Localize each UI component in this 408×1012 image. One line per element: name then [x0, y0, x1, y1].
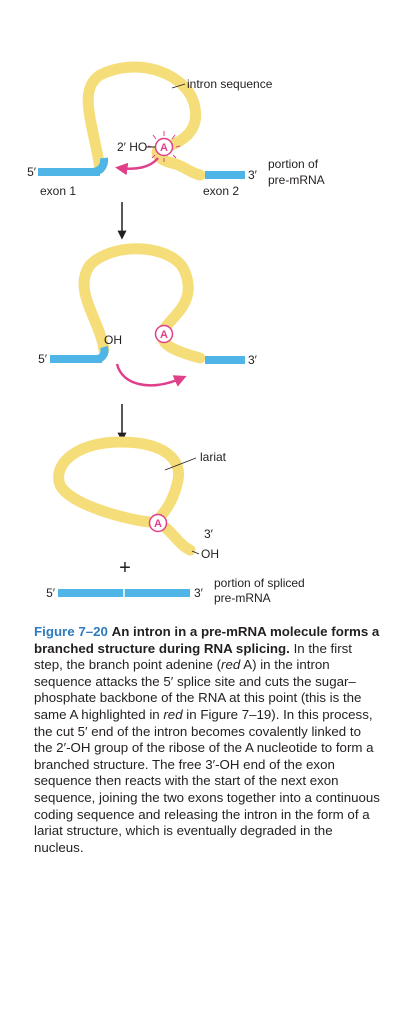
step1-attack-arrow	[115, 157, 159, 176]
step1-intron-strand	[82, 61, 206, 181]
step1-exon2	[205, 171, 245, 179]
step3-oh-bond	[191, 550, 200, 555]
step3-adenine: A	[154, 518, 162, 530]
step3-lariat-loop	[53, 436, 185, 528]
caption-body-3: in Figure 7–19). In this process, the cu…	[34, 706, 380, 855]
step2-exon1-curl	[95, 345, 109, 363]
step1-3prime: 3′	[248, 168, 258, 182]
step1-5prime: 5′	[27, 165, 37, 179]
step2-adenine-circle	[154, 324, 174, 344]
step3-lariat-oh: OH	[201, 547, 219, 561]
step3-lariat-leader	[164, 457, 197, 471]
step3-lariat-tail	[160, 522, 196, 556]
step1-portion-line1: portion of	[268, 157, 319, 171]
step1-2prime-ho: 2′ HO	[117, 140, 147, 154]
step1-intron-label: intron sequence	[187, 77, 273, 91]
step3-3prime: 3′	[194, 586, 204, 600]
figure-title: An intron in a pre-mRNA molecule forms a…	[34, 624, 380, 656]
step3-diagram: A lariat 3′ OH + 5′ 3′ portion of splice…	[46, 436, 305, 605]
step1-adenine-circle	[154, 137, 174, 157]
step2-exon2	[205, 356, 245, 364]
step2-diagram: A OH 5′ 3′	[38, 243, 258, 387]
step2-oh: OH	[104, 333, 122, 347]
figure-caption: Figure 7–20 An intron in a pre-mRNA mole…	[34, 624, 380, 856]
step3-5prime: 5′	[46, 586, 56, 600]
step2-5prime: 5′	[38, 352, 48, 366]
rna-splicing-diagram: A 2′ HO intron sequence 5′ 3′ exon 1 exo…	[27, 61, 325, 605]
step1-diagram: A 2′ HO intron sequence 5′ 3′ exon 1 exo…	[27, 61, 325, 198]
step3-spliced-line1: portion of spliced	[214, 576, 305, 590]
step3-plus: +	[119, 557, 131, 579]
step3-adenine-circle	[148, 513, 168, 533]
step1-intron-leader	[171, 83, 186, 89]
caption-red-a: red	[221, 657, 241, 673]
step2-exon1	[50, 355, 102, 363]
step2-3prime: 3′	[248, 353, 258, 367]
caption-red-word: red	[163, 706, 183, 722]
step2-adenine: A	[160, 329, 168, 341]
step1-exon1	[38, 168, 100, 176]
step1-exon2-label: exon 2	[203, 184, 239, 198]
step1-portion-line2: pre-mRNA	[268, 173, 325, 187]
step1-adenine: A	[160, 142, 168, 154]
figure-number: Figure 7–20	[34, 624, 108, 639]
step2-attack-arrow	[115, 363, 187, 387]
step1-exon1-curl	[91, 157, 109, 176]
step3-lariat-3prime: 3′	[204, 527, 214, 541]
caption-body-1: In the first step, the branch point aden…	[34, 640, 352, 673]
step3-lariat-label: lariat	[200, 450, 227, 464]
step3-spliced-line2: pre-mRNA	[214, 591, 271, 605]
step1-exon1-label: exon 1	[40, 184, 76, 198]
step2-intron-strand	[78, 243, 206, 364]
caption-body-2: A) in the intron sequence attacks the 5′…	[34, 657, 362, 722]
